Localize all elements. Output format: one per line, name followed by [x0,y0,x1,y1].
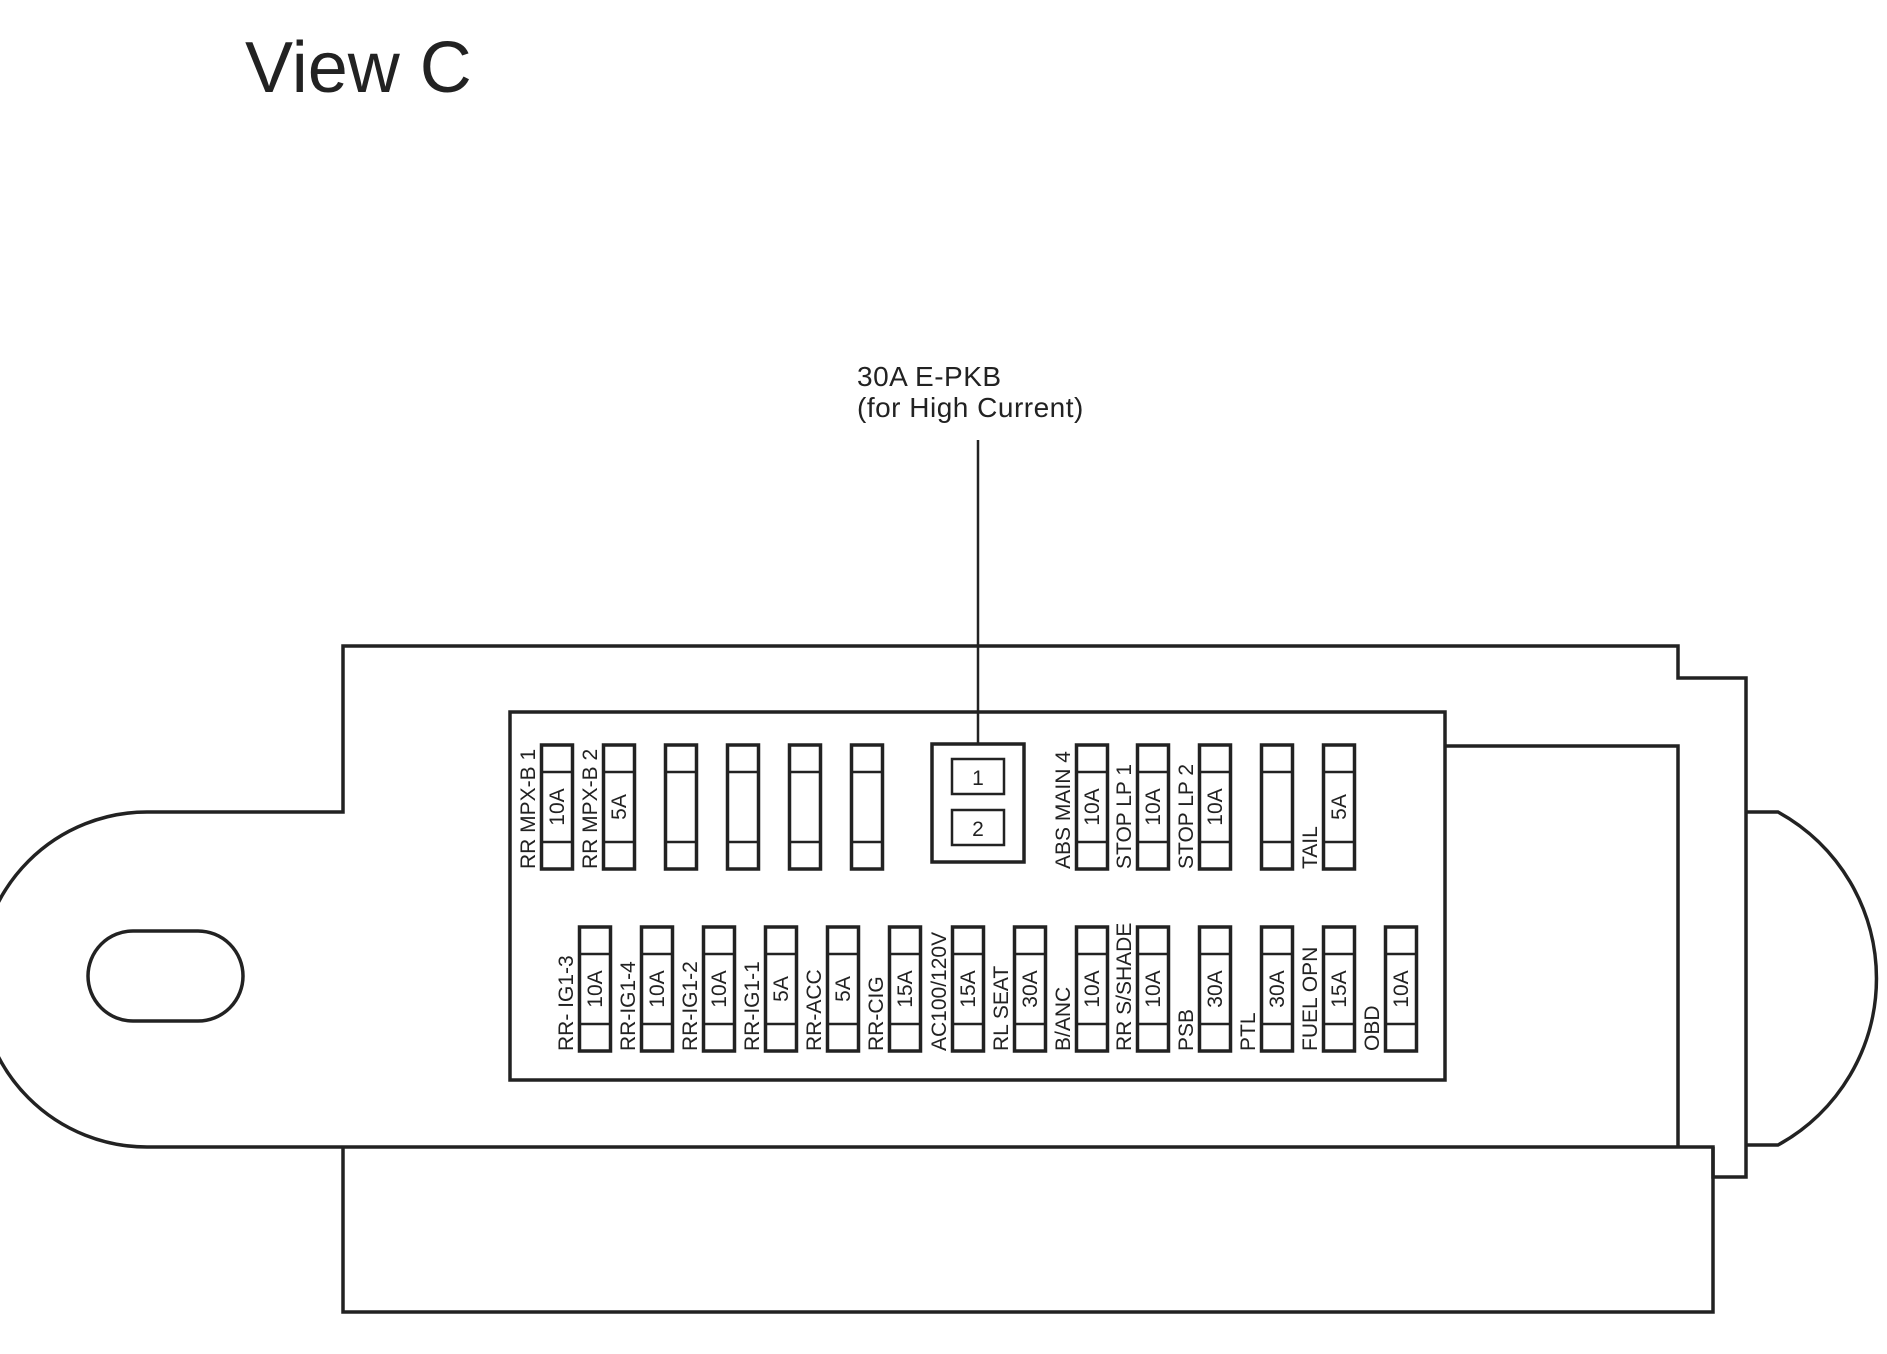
fuse [787,743,823,871]
fuse-name: RR- IG1-3 [555,955,578,1051]
callout-line-1: 30A E-PKB [857,361,1002,392]
fuse-rating: 10A [1142,788,1165,825]
fuse-rating: 10A [708,970,731,1007]
fuse-name: RR MPX-B 2 [579,749,602,869]
fuse-panel [508,710,1447,1082]
fuse-rating: 30A [1019,970,1042,1007]
fuse-name: RR-CIG [865,976,888,1051]
callout-line-2: (for High Current) [857,392,1084,423]
fuse-rating: 15A [1328,970,1351,1007]
fuse: 30A PSB [1175,925,1233,1053]
fuse-row-bottom: 10A RR- IG1-3 10A RR-IG1-4 10A RR-IG1-2 5A RR-I… [555,923,1419,1053]
fuse-rating: 10A [584,970,607,1007]
relay-30a-e-pkb: 1 2 [930,742,1026,864]
fuse-box-housing [0,644,1879,1314]
fuse-name: FUEL OPN [1299,947,1322,1051]
fuse-name: RR-IG1-2 [679,961,702,1051]
fuse-name: B/ANC [1052,987,1075,1051]
fuse-rating: 30A [1204,970,1227,1007]
fuse: 5A RR MPX-B 2 [579,743,637,871]
fuse-rating: 15A [957,970,980,1007]
fuse: 15A AC100/120V [928,925,986,1053]
mounting-slot [86,929,245,1023]
fuse-rating: 5A [1328,794,1351,820]
fuse [663,743,699,871]
fuse [849,743,885,871]
fuse-rating: 15A [894,970,917,1007]
fuse-name: PTL [1237,1012,1260,1051]
fuse-rating: 30A [1266,970,1289,1007]
fuse-name: OBD [1361,1005,1384,1051]
fuse-rating: 10A [1204,788,1227,825]
fuse-rating: 10A [1390,970,1413,1007]
fuse-name: STOP LP 1 [1113,764,1136,869]
fuse: 15A FUEL OPN [1299,925,1357,1053]
fuse: 10A RR-IG1-2 [679,925,737,1053]
fuse-name: RL SEAT [990,966,1013,1051]
fuse-rating: 5A [770,976,793,1002]
fuse: 10A RR MPX-B 1 [517,743,575,871]
fuse-name: RR-ACC [803,969,826,1051]
fuse-rating: 10A [646,970,669,1007]
fuse-name: RR-IG1-4 [617,961,640,1051]
view-title: View C [245,28,472,108]
fuse-rating: 10A [1081,970,1104,1007]
fuse: 5A RR-IG1-1 [741,925,799,1053]
fuse-rating: 5A [608,794,631,820]
fuse: 10A RR- IG1-3 [555,925,613,1053]
fuse [1259,743,1295,871]
relay-slot-1: 1 [972,767,984,790]
fuse: 10A STOP LP 1 [1113,743,1171,871]
fuse-rating: 10A [546,788,569,825]
fuse: 10A STOP LP 2 [1175,743,1233,871]
fuse-name: ABS MAIN 4 [1052,751,1075,869]
fuse-name: RR MPX-B 1 [517,749,540,869]
fuse: 10A ABS MAIN 4 [1052,743,1110,871]
fuse: 10A RR S/SHADE [1113,923,1171,1053]
fuse: 10A B/ANC [1052,925,1110,1053]
fuse: 30A PTL [1237,925,1295,1053]
fuse-name: PSB [1175,1009,1198,1051]
fuse-name: AC100/120V [928,932,951,1051]
fuse-rating: 10A [1081,788,1104,825]
fuse: 5A TAIL [1299,743,1357,871]
fuse-rating: 10A [1142,970,1165,1007]
fuse: 15A RR-CIG [865,925,923,1053]
relay-slot-2: 2 [972,818,984,841]
fuse: 5A RR-ACC [803,925,861,1053]
fuse-name: RR-IG1-1 [741,961,764,1051]
fuse [725,743,761,871]
fuse-name: TAIL [1299,826,1322,869]
fuse-name: RR S/SHADE [1113,923,1136,1051]
fuse-rating: 5A [832,976,855,1002]
fuse: 30A RL SEAT [990,925,1048,1053]
fuse: 10A OBD [1361,925,1419,1053]
fuse: 10A RR-IG1-4 [617,925,675,1053]
fuse-name: STOP LP 2 [1175,764,1198,869]
